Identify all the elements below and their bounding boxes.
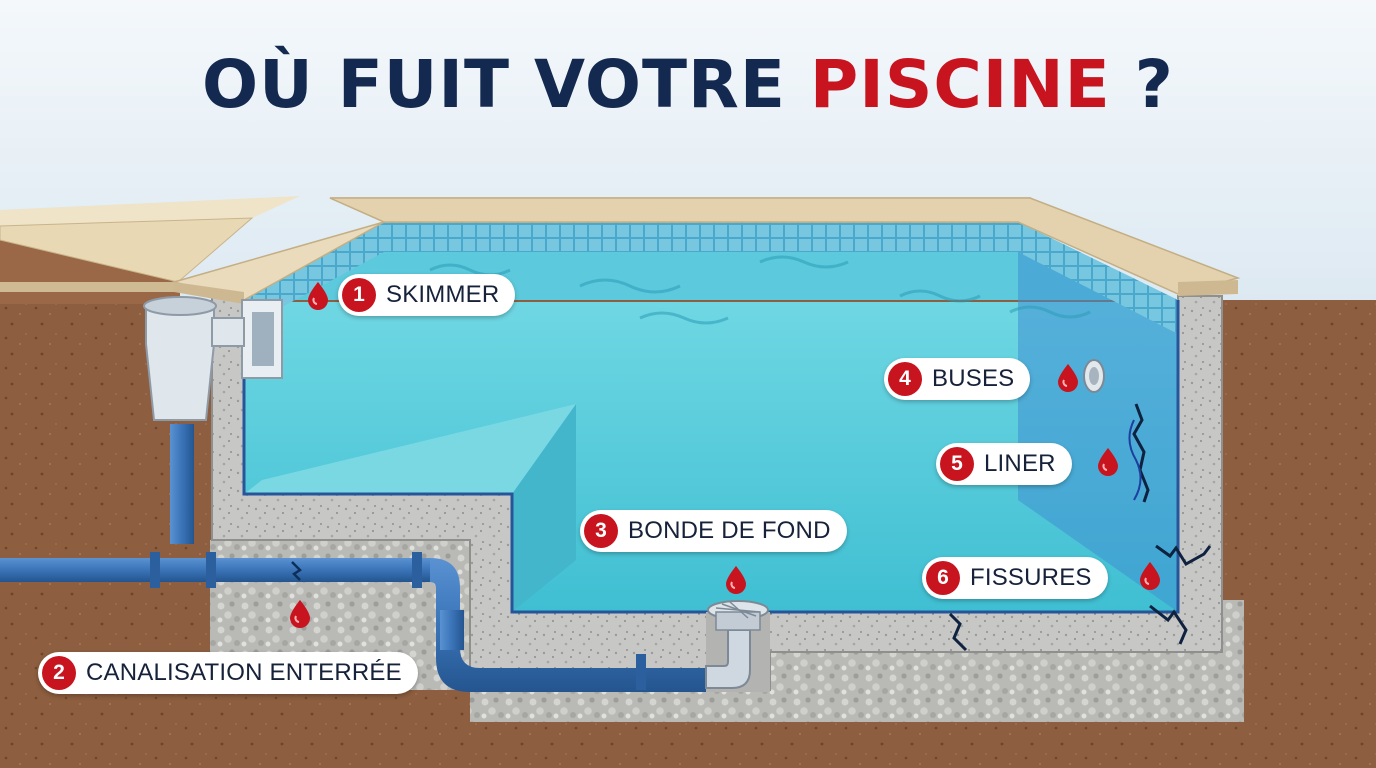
leak-label-skimmer: 1 SKIMMER bbox=[338, 274, 516, 316]
leak-number: 1 bbox=[342, 278, 376, 312]
leak-label-liner: 5 LINER bbox=[936, 443, 1072, 485]
liner-outline bbox=[242, 300, 1180, 614]
leak-label-jets: 4 BUSES bbox=[884, 358, 1031, 400]
leak-label-text: BONDE DE FOND bbox=[628, 517, 831, 544]
leak-label-cracks: 6 FISSURES bbox=[922, 557, 1108, 599]
leak-number: 6 bbox=[926, 561, 960, 595]
deck-edge bbox=[0, 282, 178, 292]
tile-band-right bbox=[1018, 222, 1178, 334]
pool-step-top bbox=[244, 404, 576, 494]
tile-band-back bbox=[384, 222, 1018, 252]
liner-tear-icon bbox=[1128, 419, 1142, 501]
leak-number: 4 bbox=[888, 362, 922, 396]
pool-step-side bbox=[512, 404, 576, 612]
leak-label-main-drain: 3 BONDE DE FOND bbox=[580, 510, 847, 552]
leak-label-text: FISSURES bbox=[970, 564, 1092, 591]
leak-number: 2 bbox=[42, 656, 76, 690]
leak-number: 5 bbox=[940, 447, 974, 481]
page-title: OÙ FUIT VOTRE PISCINE ? bbox=[0, 52, 1376, 118]
leak-label-text: BUSES bbox=[932, 365, 1015, 392]
buried-pipe bbox=[0, 552, 706, 692]
jet-nozzle-icon bbox=[1083, 359, 1105, 393]
leak-number: 3 bbox=[584, 514, 618, 548]
title-suffix: ? bbox=[1110, 46, 1174, 123]
coping-front-left bbox=[174, 282, 244, 304]
title-accent: PISCINE bbox=[809, 46, 1111, 123]
crack-icon bbox=[948, 403, 1212, 652]
tile-band-left bbox=[244, 222, 384, 318]
leak-label-buried-pipe: 2 CANALISATION ENTERRÉE bbox=[38, 652, 418, 694]
main-drain-icon bbox=[705, 600, 770, 692]
skimmer-icon bbox=[143, 296, 283, 544]
leak-label-text: LINER bbox=[984, 450, 1056, 477]
pool-side-wall bbox=[1018, 252, 1178, 612]
leak-label-text: SKIMMER bbox=[386, 281, 500, 308]
leak-label-text: CANALISATION ENTERRÉE bbox=[86, 659, 402, 686]
title-main: OÙ FUIT VOTRE bbox=[202, 46, 810, 123]
deck-pavers bbox=[0, 217, 254, 283]
coping-front-right bbox=[1178, 280, 1238, 296]
